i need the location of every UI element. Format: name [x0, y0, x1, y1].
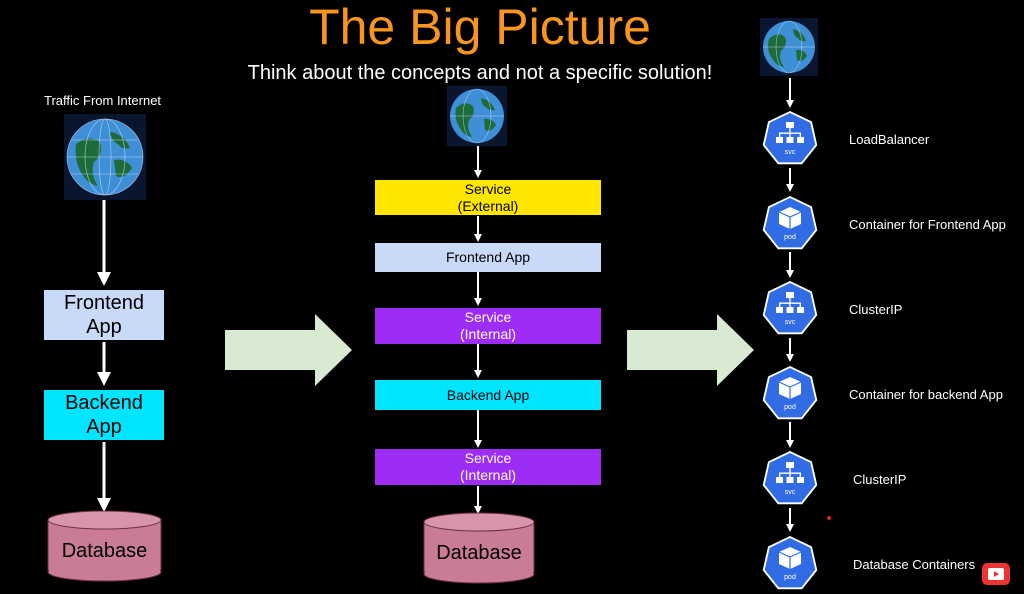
service-internal-label-1: Service (Internal): [459, 309, 517, 342]
database-label-left: Database: [61, 540, 148, 562]
k8s-item-label: ClusterIP: [849, 302, 903, 317]
database-cylinder-left: Database: [47, 510, 162, 582]
page-title: The Big Picture: [309, 0, 651, 55]
frontend-app-label: Frontend App: [63, 292, 145, 338]
k8s-pod-icon: pod: [762, 196, 818, 250]
frontend-app-box-mid: Frontend App: [375, 243, 601, 272]
backend-app-box: Backend App: [44, 390, 164, 440]
frontend-app-label-mid: Frontend App: [445, 249, 531, 266]
big-arrow-left: [225, 314, 352, 386]
frontend-app-box: Frontend App: [44, 290, 164, 340]
youtube-icon[interactable]: [982, 563, 1010, 585]
backend-app-label: Backend App: [65, 392, 143, 438]
svg-text:pod: pod: [784, 404, 796, 411]
red-dot: [827, 516, 831, 520]
globe-icon: [64, 114, 146, 200]
traffic-label: Traffic From Internet: [44, 93, 162, 108]
k8s-item-label: Container for Frontend App: [849, 217, 1006, 232]
database-label-mid: Database: [436, 542, 522, 564]
service-external-label: Service (External): [457, 180, 519, 214]
k8s-service-icon: svc: [762, 281, 818, 335]
k8s-service-icon: svc: [762, 111, 818, 165]
k8s-item-label: Container for backend App: [849, 387, 1003, 402]
globe-icon: [760, 18, 818, 76]
k8s-item-label: LoadBalancer: [849, 132, 930, 147]
k8s-item-label: ClusterIP: [853, 472, 907, 487]
backend-app-box-mid: Backend App: [375, 380, 601, 410]
service-internal-box-2: Service (Internal): [375, 449, 601, 485]
svg-text:svc: svc: [785, 149, 796, 156]
k8s-pod-icon: pod: [762, 366, 818, 420]
page-subtitle: Think about the concepts and not a speci…: [247, 62, 713, 84]
backend-app-label-mid: Backend App: [446, 386, 530, 403]
k8s-pod-icon: pod: [762, 536, 818, 590]
big-arrow-right: [627, 314, 754, 386]
k8s-service-icon: svc: [762, 451, 818, 505]
k8s-item-label: Database Containers: [853, 557, 976, 572]
globe-icon: [447, 86, 507, 146]
svg-text:pod: pod: [784, 574, 796, 581]
service-internal-label-2: Service (Internal): [459, 450, 517, 483]
svg-text:svc: svc: [785, 489, 796, 496]
service-external-box: Service (External): [375, 180, 601, 215]
svg-text:pod: pod: [784, 234, 796, 241]
database-cylinder-mid: Database: [423, 512, 535, 584]
service-internal-box-1: Service (Internal): [375, 308, 601, 344]
svg-text:svc: svc: [785, 319, 796, 326]
